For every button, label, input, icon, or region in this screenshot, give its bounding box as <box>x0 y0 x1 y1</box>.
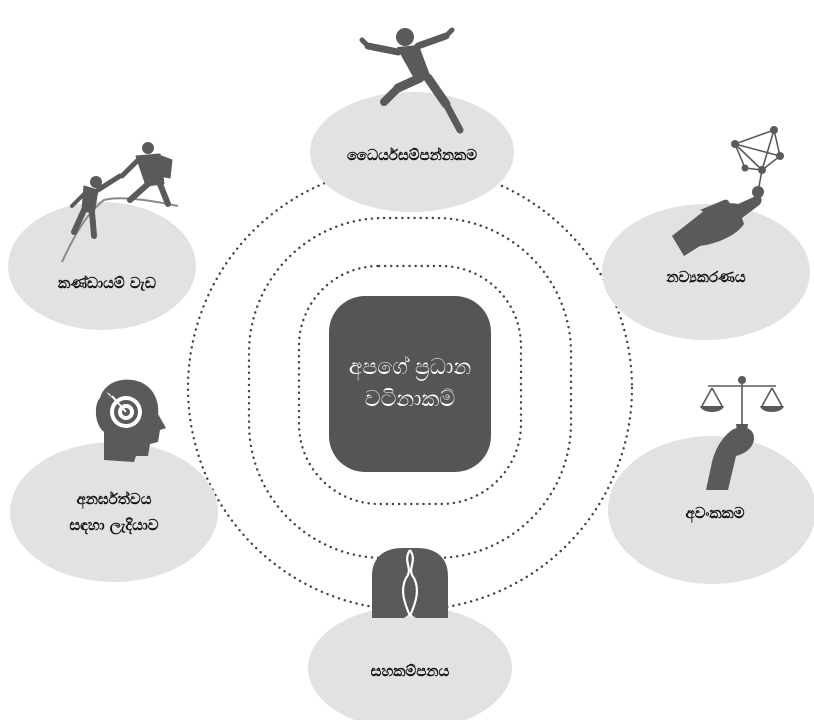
label-teamwork: කණ්ඩායම් වැඩ <box>32 270 182 296</box>
label-excellence-text-line2: සඳහා ලැදියාව <box>69 516 159 534</box>
label-courage: ධෛර්යසම්පන්නකම <box>322 142 502 168</box>
inner-dotted-ring <box>297 264 523 506</box>
label-excellence: අනර්ඝත්වය සඳහා ලැදියාව <box>34 486 194 538</box>
node-circle-innovation <box>602 204 810 340</box>
node-circle-honesty <box>608 436 814 584</box>
head-target-icon <box>95 379 166 462</box>
label-empathy: සහකම්පනය <box>340 658 480 684</box>
hand-scales-icon <box>700 376 784 490</box>
running-person-icon <box>359 27 464 134</box>
node-circle-teamwork <box>8 202 196 330</box>
climbers-helping-icon <box>61 142 179 263</box>
label-empathy-text: සහකම්පනය <box>370 662 450 680</box>
label-innovation: නව්‍යකරණය <box>626 264 786 290</box>
center-title-line2: වටිනාකම් <box>364 387 456 412</box>
label-courage-text: ධෛර්යසම්පන්නකම <box>346 146 477 164</box>
node-circle-courage <box>310 92 514 212</box>
label-excellence-text-line1: අනර්ඝත්වය <box>76 490 152 508</box>
two-faces-icon <box>372 548 448 618</box>
node-circle-empathy <box>308 606 512 720</box>
hand-network-icon <box>672 126 784 256</box>
center-core-values-box: අපගේ ප්‍රධාන වටිනාකම් <box>329 296 491 472</box>
node-circle-excellence <box>10 442 218 582</box>
label-honesty-text: අවංකකම <box>685 504 745 522</box>
label-teamwork-text: කණ්ඩායම් වැඩ <box>58 274 156 292</box>
label-honesty: අවංකකම <box>640 500 790 526</box>
center-title-line1: අපගේ ප්‍රධාන <box>348 355 472 380</box>
label-innovation-text: නව්‍යකරණය <box>666 268 746 286</box>
middle-dotted-ring <box>247 216 573 560</box>
